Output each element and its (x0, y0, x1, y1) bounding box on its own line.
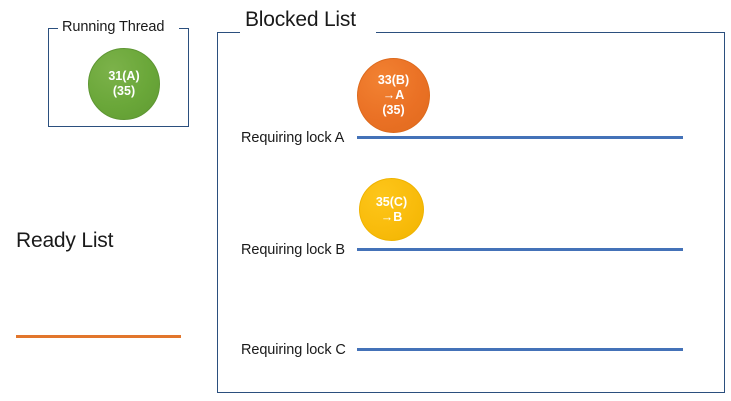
blocked-list-caption: Blocked List (245, 8, 356, 31)
running-thread-priority: (35) (112, 84, 136, 98)
running-thread-node[interactable]: 31(A) (35) (88, 48, 160, 120)
lock-b-queue-line (357, 248, 683, 251)
blocked-thread-c-waiting-on: →B (380, 209, 403, 224)
ready-list-queue-line (16, 335, 181, 338)
running-thread-id: 31(A) (108, 69, 140, 84)
blocked-thread-c-id: 35(C) (375, 194, 408, 209)
lock-c-label: Requiring lock C (241, 342, 346, 358)
running-thread-caption-mask (58, 20, 179, 37)
ready-list-title: Ready List (16, 229, 114, 252)
blocked-thread-b-id: 33(B) (377, 73, 410, 88)
blocked-thread-b-waiting-on: →A (382, 88, 405, 103)
lock-a-label: Requiring lock A (241, 130, 345, 146)
blocked-list-caption-mask (240, 20, 376, 40)
running-thread-caption: Running Thread (62, 19, 165, 35)
blocked-thread-node-b[interactable]: 33(B) →A (35) (357, 58, 430, 133)
lock-a-queue-line (357, 136, 683, 139)
blocked-thread-b-priority: (35) (382, 102, 405, 117)
lock-c-queue-line (357, 348, 683, 351)
blocked-list-group-box (217, 32, 725, 393)
blocked-thread-node-c[interactable]: 35(C) →B (359, 178, 424, 241)
lock-b-label: Requiring lock B (241, 242, 345, 258)
